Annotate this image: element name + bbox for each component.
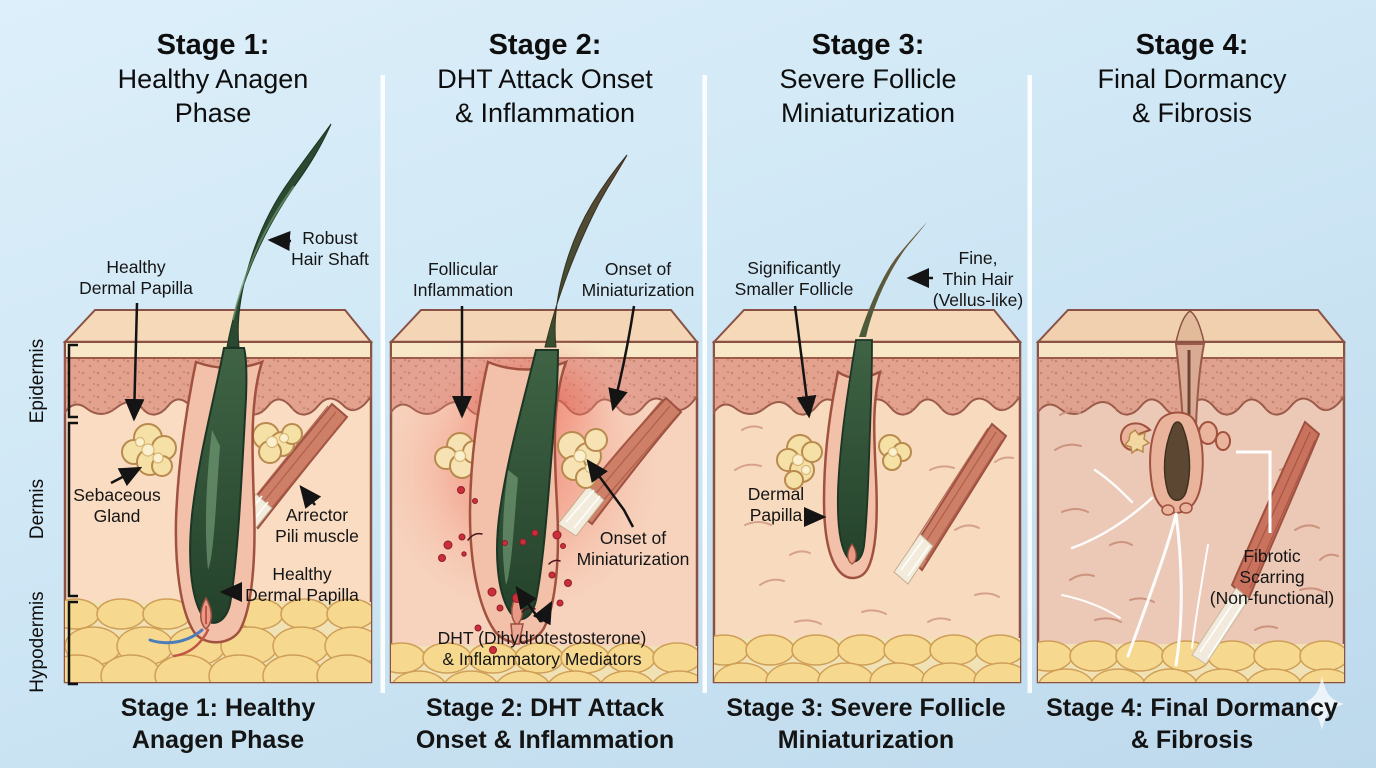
sparkle-watermark-icon [1300, 676, 1344, 730]
stage1-title-line: Stage 1: [156, 29, 270, 61]
layer-label-epidermis: Epidermis [27, 338, 48, 424]
arrector-pili-muscle [1191, 420, 1321, 665]
stage1-illustration [62, 123, 374, 686]
layer-bracket [67, 343, 78, 686]
panel-divider [380, 75, 1032, 693]
stratum-corneum [66, 343, 370, 358]
stage2-title: Stage 2: DHT Attack Onset & Inflammation [437, 28, 653, 130]
stage4-title-line: Stage 4: [1135, 29, 1249, 61]
fine-hair-shaft [544, 154, 628, 348]
arrow-arrector-pili [299, 485, 322, 509]
dormant-follicle-remnant [1120, 411, 1231, 516]
label-onset-miniaturization-lower: Onset of Miniaturization [576, 528, 690, 569]
stage2-title-line: Stage 2: [488, 29, 602, 61]
dermal-papilla [847, 542, 857, 565]
arrow-healthy-dermal-papilla-top [124, 302, 145, 422]
arrector-pili-muscle [893, 422, 1008, 585]
label-significantly-smaller-follicle: Significantly Smaller Follicle [734, 258, 854, 299]
label-onset-miniaturization-upper: Onset of Miniaturization [581, 259, 695, 300]
sebaceous-remnant [1123, 428, 1151, 455]
arrow-onset-lower [586, 458, 635, 528]
stage4-illustration [1035, 309, 1347, 684]
attacked-hair-bulb [496, 349, 560, 621]
stage3-title-line: Severe Follicle [779, 64, 957, 94]
label-sebaceous-gland: Sebaceous Gland [73, 485, 161, 526]
stage3-title-line: Stage 3: [811, 29, 925, 61]
stage3-caption: Stage 3: Severe Follicle Miniaturization [726, 694, 1006, 754]
layer-label-hypodermis: Hypodermis [27, 591, 48, 693]
dermis-wrinkles [734, 425, 1014, 625]
arrow-smaller-follicle [793, 305, 817, 419]
stage2-annotation-arrows [452, 305, 636, 626]
stage3-title: Stage 3: Severe Follicle Miniaturization [779, 28, 956, 130]
label-robust-hair-shaft: Robust Hair Shaft [291, 228, 369, 269]
stage2-caption: Stage 2: DHT Attack Onset & Inflammation [415, 694, 675, 754]
fibrotic-streaks [1061, 468, 1209, 667]
stage1-title-line: Healthy Anagen [117, 64, 309, 94]
skin-top-face [62, 309, 374, 343]
stage1-annotation-arrows [110, 230, 322, 602]
stage3-illustration [711, 222, 1023, 684]
stage4-caption: Stage 4: Final Dormancy & Fibrosis [1046, 694, 1338, 754]
robust-hair-shaft [226, 123, 332, 348]
miniaturized-hair-bulb [836, 339, 873, 563]
label-healthy-dermal-papilla-bottom: Healthy Dermal Papilla [245, 564, 359, 605]
stage1-caption: Stage 1: Healthy Anagen Phase [120, 694, 316, 754]
stage1-title: Stage 1: Healthy Anagen Phase [118, 28, 309, 130]
blood-vessels [148, 628, 210, 658]
label-healthy-dermal-papilla-top: Healthy Dermal Papilla [79, 257, 193, 298]
sebaceous-glands [776, 434, 912, 490]
vellus-hair-shaft [859, 222, 927, 337]
arrow-onset-upper [608, 305, 636, 412]
stage2-illustration [388, 154, 700, 684]
stage2-title-line: DHT Attack Onset [437, 64, 653, 94]
arrow-sebaceous-gland [110, 466, 143, 487]
dermis-wrinkles [1054, 410, 1339, 631]
stage1-title-line: Phase [174, 98, 252, 128]
arrow-dht-right [532, 600, 553, 626]
label-dht-mediators: DHT (Dihydrotestosterone) & Inflammatory… [437, 628, 647, 669]
label-fibrotic-scarring: Fibrotic Scarring (Non-functional) [1209, 546, 1335, 608]
dermal-papilla [200, 596, 212, 630]
sebaceous-glands [121, 422, 303, 477]
label-arrector-pili: Arrector Pili muscle [275, 505, 359, 546]
arrector-pili-muscle [227, 402, 349, 541]
label-dermal-papilla: Dermal Papilla [747, 484, 805, 525]
stage4-title: Stage 4: Final Dormancy & Fibrosis [1097, 28, 1286, 130]
stage4-title-line: Final Dormancy [1097, 64, 1287, 94]
anagen-hair-bulb [189, 347, 248, 624]
label-fine-thin-hair: Fine, Thin Hair (Vellus-like) [932, 248, 1024, 310]
label-follicular-inflammation: Follicular Inflammation [412, 259, 514, 300]
layer-label-dermis: Dermis [27, 478, 48, 540]
skin-top-face [388, 309, 700, 343]
arrow-robust-hair-shaft [267, 230, 292, 251]
fibrotic-scarring-pointer [1236, 450, 1272, 533]
stage3-title-line: Miniaturization [780, 98, 956, 128]
stage4-title-line: & Fibrosis [1131, 98, 1253, 128]
stage3-annotation-arrows [793, 268, 933, 527]
stage2-title-line: & Inflammation [454, 98, 636, 128]
